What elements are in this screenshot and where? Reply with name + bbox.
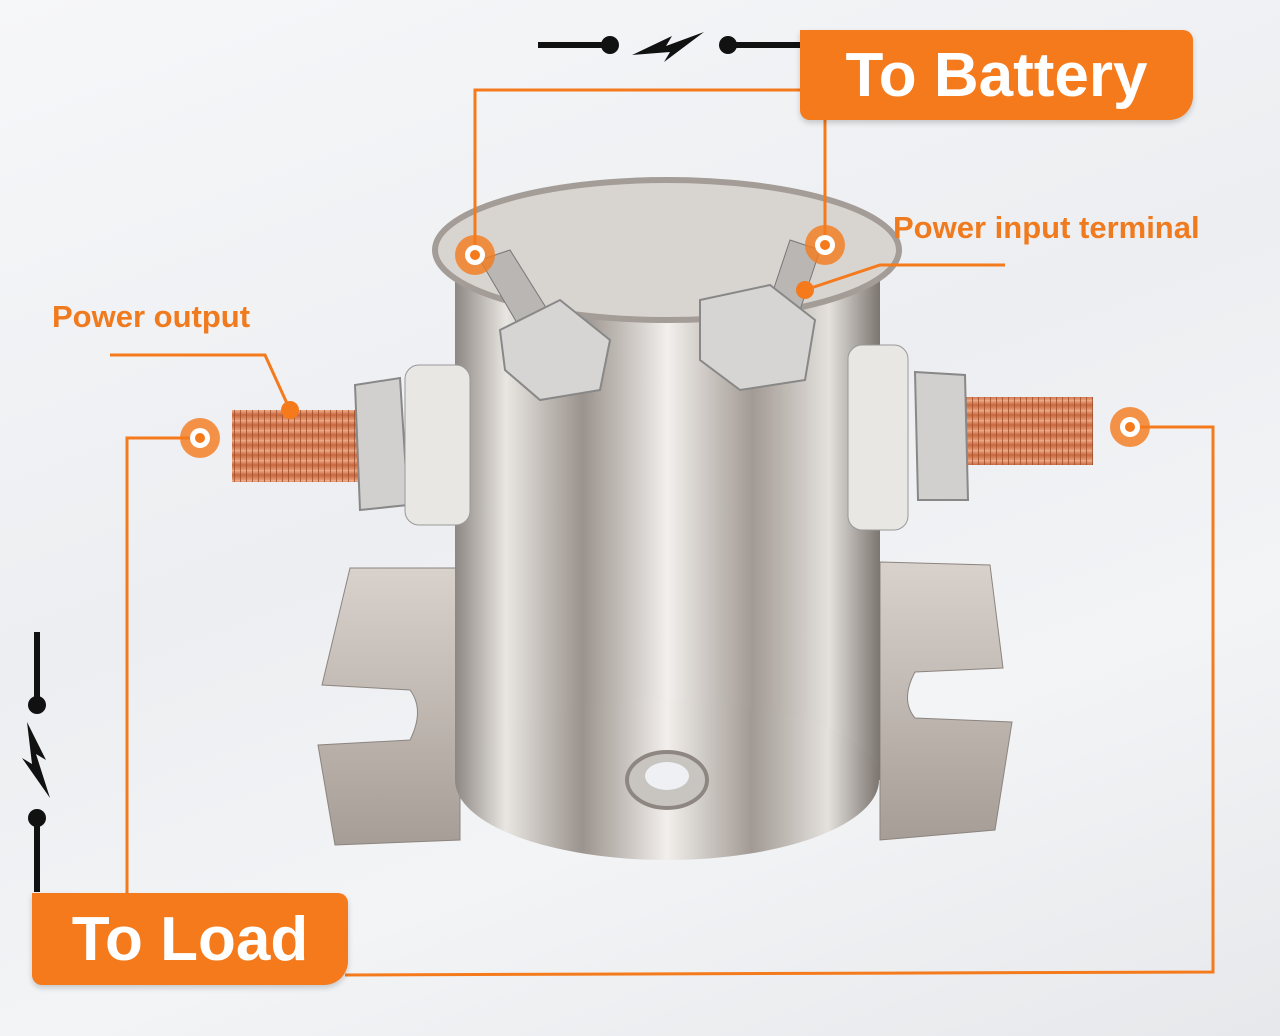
terminal-stud-left-top xyxy=(479,249,612,402)
marker-load-right xyxy=(1110,407,1150,447)
mounting-bracket xyxy=(317,561,1013,846)
marker-power-input xyxy=(796,281,814,299)
marker-load-left xyxy=(180,418,220,458)
terminal-stud-right-top xyxy=(699,239,821,392)
leader-load-left xyxy=(125,436,190,893)
to-load-label: To Load xyxy=(32,893,348,985)
leader-battery-left xyxy=(473,88,800,255)
leader-power-input xyxy=(804,263,1005,292)
to-battery-label: To Battery xyxy=(800,30,1193,120)
leader-load-right xyxy=(344,425,1215,977)
marker-battery-left xyxy=(455,235,495,275)
switch-symbol-battery xyxy=(538,32,800,62)
power-input-terminal-label: Power input terminal xyxy=(893,210,1200,245)
switch-symbol-load xyxy=(22,632,50,892)
power-input-stud-side xyxy=(847,344,1093,531)
marker-power-output xyxy=(281,401,299,419)
power-output-label: Power output xyxy=(52,299,251,334)
marker-battery-right xyxy=(805,225,845,265)
leader-lines xyxy=(110,88,1215,977)
power-output-stud xyxy=(232,364,471,526)
leader-power-output xyxy=(110,353,292,411)
